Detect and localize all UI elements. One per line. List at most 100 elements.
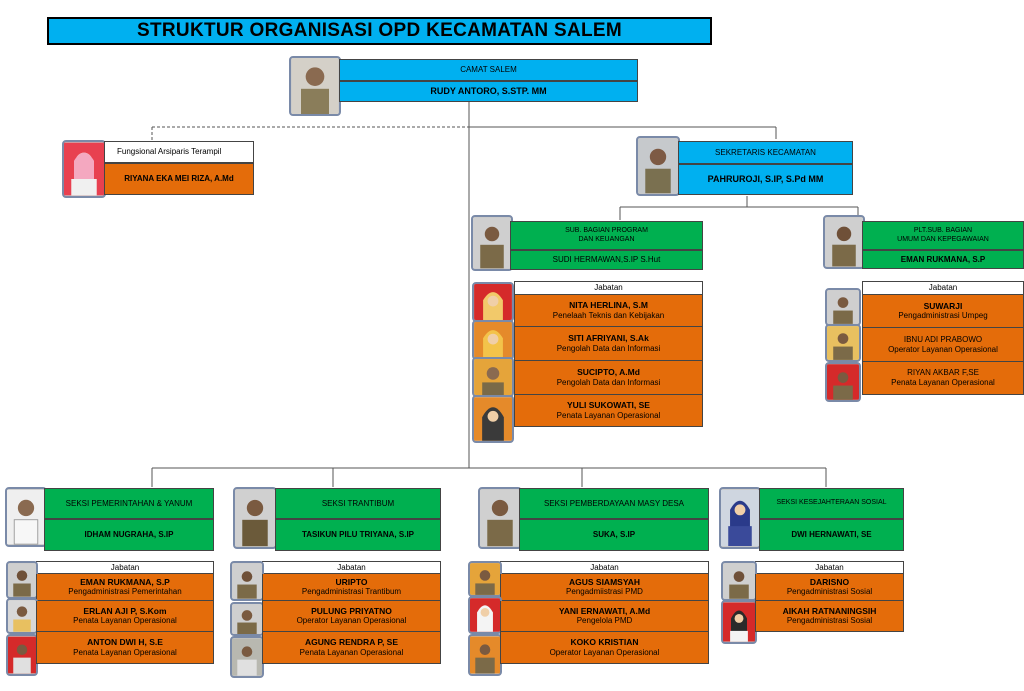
- staff-role: Penata Layanan Operasional: [891, 378, 995, 387]
- staff-name: PULUNG PRIYATNO: [311, 605, 392, 616]
- staff-photo: [721, 600, 757, 644]
- staff-name: EMAN RUKMANA, S.P: [80, 576, 170, 587]
- staff-role: Pengadministrasi Sosial: [786, 616, 873, 626]
- staff-photo: [825, 362, 861, 402]
- subbag-program-photo: [471, 215, 513, 271]
- seksi-pemberdayaan-jabatan-label: Jabatan: [500, 561, 709, 574]
- staff-name: ERLAN AJI P, S.Kom: [83, 605, 167, 616]
- staff-name: SITI AFRIYANI, S.Ak: [568, 333, 649, 344]
- fungsional-photo: [62, 140, 106, 198]
- fungsional-position: Fungsional Arsiparis Terampil: [104, 141, 254, 163]
- staff-name: DARISNO: [809, 576, 850, 587]
- seksi-pemerintahan-photo: [5, 487, 47, 547]
- staff-name: SUCIPTO, A.Md: [577, 367, 640, 378]
- subbag-umum-position-line1: PLT.SUB. BAGIAN: [913, 227, 973, 235]
- staff-photo: [230, 602, 264, 636]
- staff-role: Pengolah Data dan Informasi: [556, 377, 661, 387]
- staff-role: Operator Layanan Operasional: [296, 616, 407, 626]
- staff-role: Penata Layanan Operasional: [299, 647, 404, 657]
- page-title: STRUKTUR ORGANISASI OPD KECAMATAN SALEM: [47, 17, 712, 45]
- subbag-umum-position-line2: UMUM DAN KEPEGAWAIAN: [897, 235, 989, 243]
- seksi-pemerintahan-name: IDHAM NUGRAHA, S.IP: [44, 519, 214, 551]
- staff-name: KOKO KRISTIAN: [570, 637, 639, 648]
- seksi-pemerintahan-position: SEKSI PEMERINTAHAN & YANUM: [44, 488, 214, 519]
- sekcam-name: PAHRUROJI, S.IP, S.Pd MM: [678, 164, 853, 195]
- staff-photo: [468, 561, 502, 597]
- staff-role: Pengadministrasi Trantibum: [301, 587, 402, 597]
- seksi-trantibum-jabatan-label: Jabatan: [262, 561, 441, 574]
- seksi-kesejahteraan-photo: [719, 487, 761, 549]
- staff-role: Pengadmiistrasi PMD: [566, 587, 643, 597]
- seksi-pemerintahan-jabatan-label: Jabatan: [36, 561, 214, 574]
- staff-photo: [6, 598, 38, 634]
- camat-name: RUDY ANTORO, S.STP. MM: [339, 81, 638, 102]
- subbag-program-jabatan-label: Jabatan: [514, 281, 703, 295]
- subbag-umum-photo: [823, 215, 865, 269]
- sekcam-photo: [636, 136, 680, 196]
- staff-photo: [230, 561, 264, 601]
- staff-name: YULI SUKOWATI, SE: [567, 400, 650, 411]
- staff-role: Pengadministrasi Sosial: [786, 587, 873, 597]
- staff-photo: [825, 324, 861, 362]
- seksi-pemberdayaan-position: SEKSI PEMBERDAYAAN MASY DESA: [519, 488, 709, 519]
- subbag-program-position-line2: DAN KEUANGAN: [578, 235, 635, 243]
- staff-photo: [468, 634, 502, 676]
- staff-name: URIPTO: [335, 576, 368, 587]
- subbag-umum-name: EMAN RUKMANA, S.P: [862, 250, 1024, 269]
- seksi-kesejahteraan-name: DWI HERNAWATI, SE: [759, 519, 904, 551]
- staff-name: SUWARJI: [923, 300, 963, 311]
- staff-photo: [825, 288, 861, 326]
- staff-role: Operator Layanan Operasional: [888, 344, 998, 354]
- staff-name: IBNU ADI PRABOWO: [903, 334, 983, 344]
- subbag-umum-jabatan-label: Jabatan: [862, 281, 1024, 295]
- staff-photo: [230, 636, 264, 678]
- staff-role: Penata Layanan Operasional: [556, 410, 661, 420]
- staff-name: AGUS SIAMSYAH: [568, 576, 640, 587]
- camat-photo: [289, 56, 341, 116]
- staff-role: Pengolah Data dan Informasi: [556, 343, 661, 353]
- camat-position: CAMAT SALEM: [339, 59, 638, 81]
- subbag-program-position-line1: SUB. BAGIAN PROGRAM: [565, 227, 648, 235]
- staff-photo: [472, 282, 514, 322]
- staff-role: Pengelola PMD: [576, 616, 633, 626]
- staff-photo: [468, 596, 502, 634]
- sekcam-position: SEKRETARIS KECAMATAN: [678, 141, 853, 164]
- staff-name: AIKAH RATNANINGSIH: [782, 605, 877, 616]
- seksi-pemberdayaan-photo: [478, 487, 522, 549]
- staff-role: Pengadministrasi Umpeg: [898, 311, 988, 321]
- staff-name: RIYAN AKBAR F,SE: [907, 368, 979, 377]
- staff-role: Penelaah Teknis dan Kebijakan: [552, 310, 665, 320]
- subbag-program-name: SUDI HERMAWAN,S.IP S.Hut: [510, 250, 703, 270]
- seksi-trantibum-name: TASIKUN PILU TRIYANA, S.IP: [275, 519, 441, 551]
- staff-photo: [721, 561, 757, 601]
- staff-role: Operator Layanan Operasional: [549, 647, 660, 657]
- staff-name: ANTON DWI H, S.E: [87, 637, 163, 648]
- seksi-trantibum-photo: [233, 487, 277, 549]
- staff-photo: [472, 357, 514, 397]
- staff-photo: [6, 634, 38, 676]
- staff-role: Penata Layanan Operasional: [73, 647, 177, 657]
- staff-name: AGUNG RENDRA P, SE: [304, 637, 399, 648]
- staff-role: Penata Layanan Operasional: [73, 616, 177, 626]
